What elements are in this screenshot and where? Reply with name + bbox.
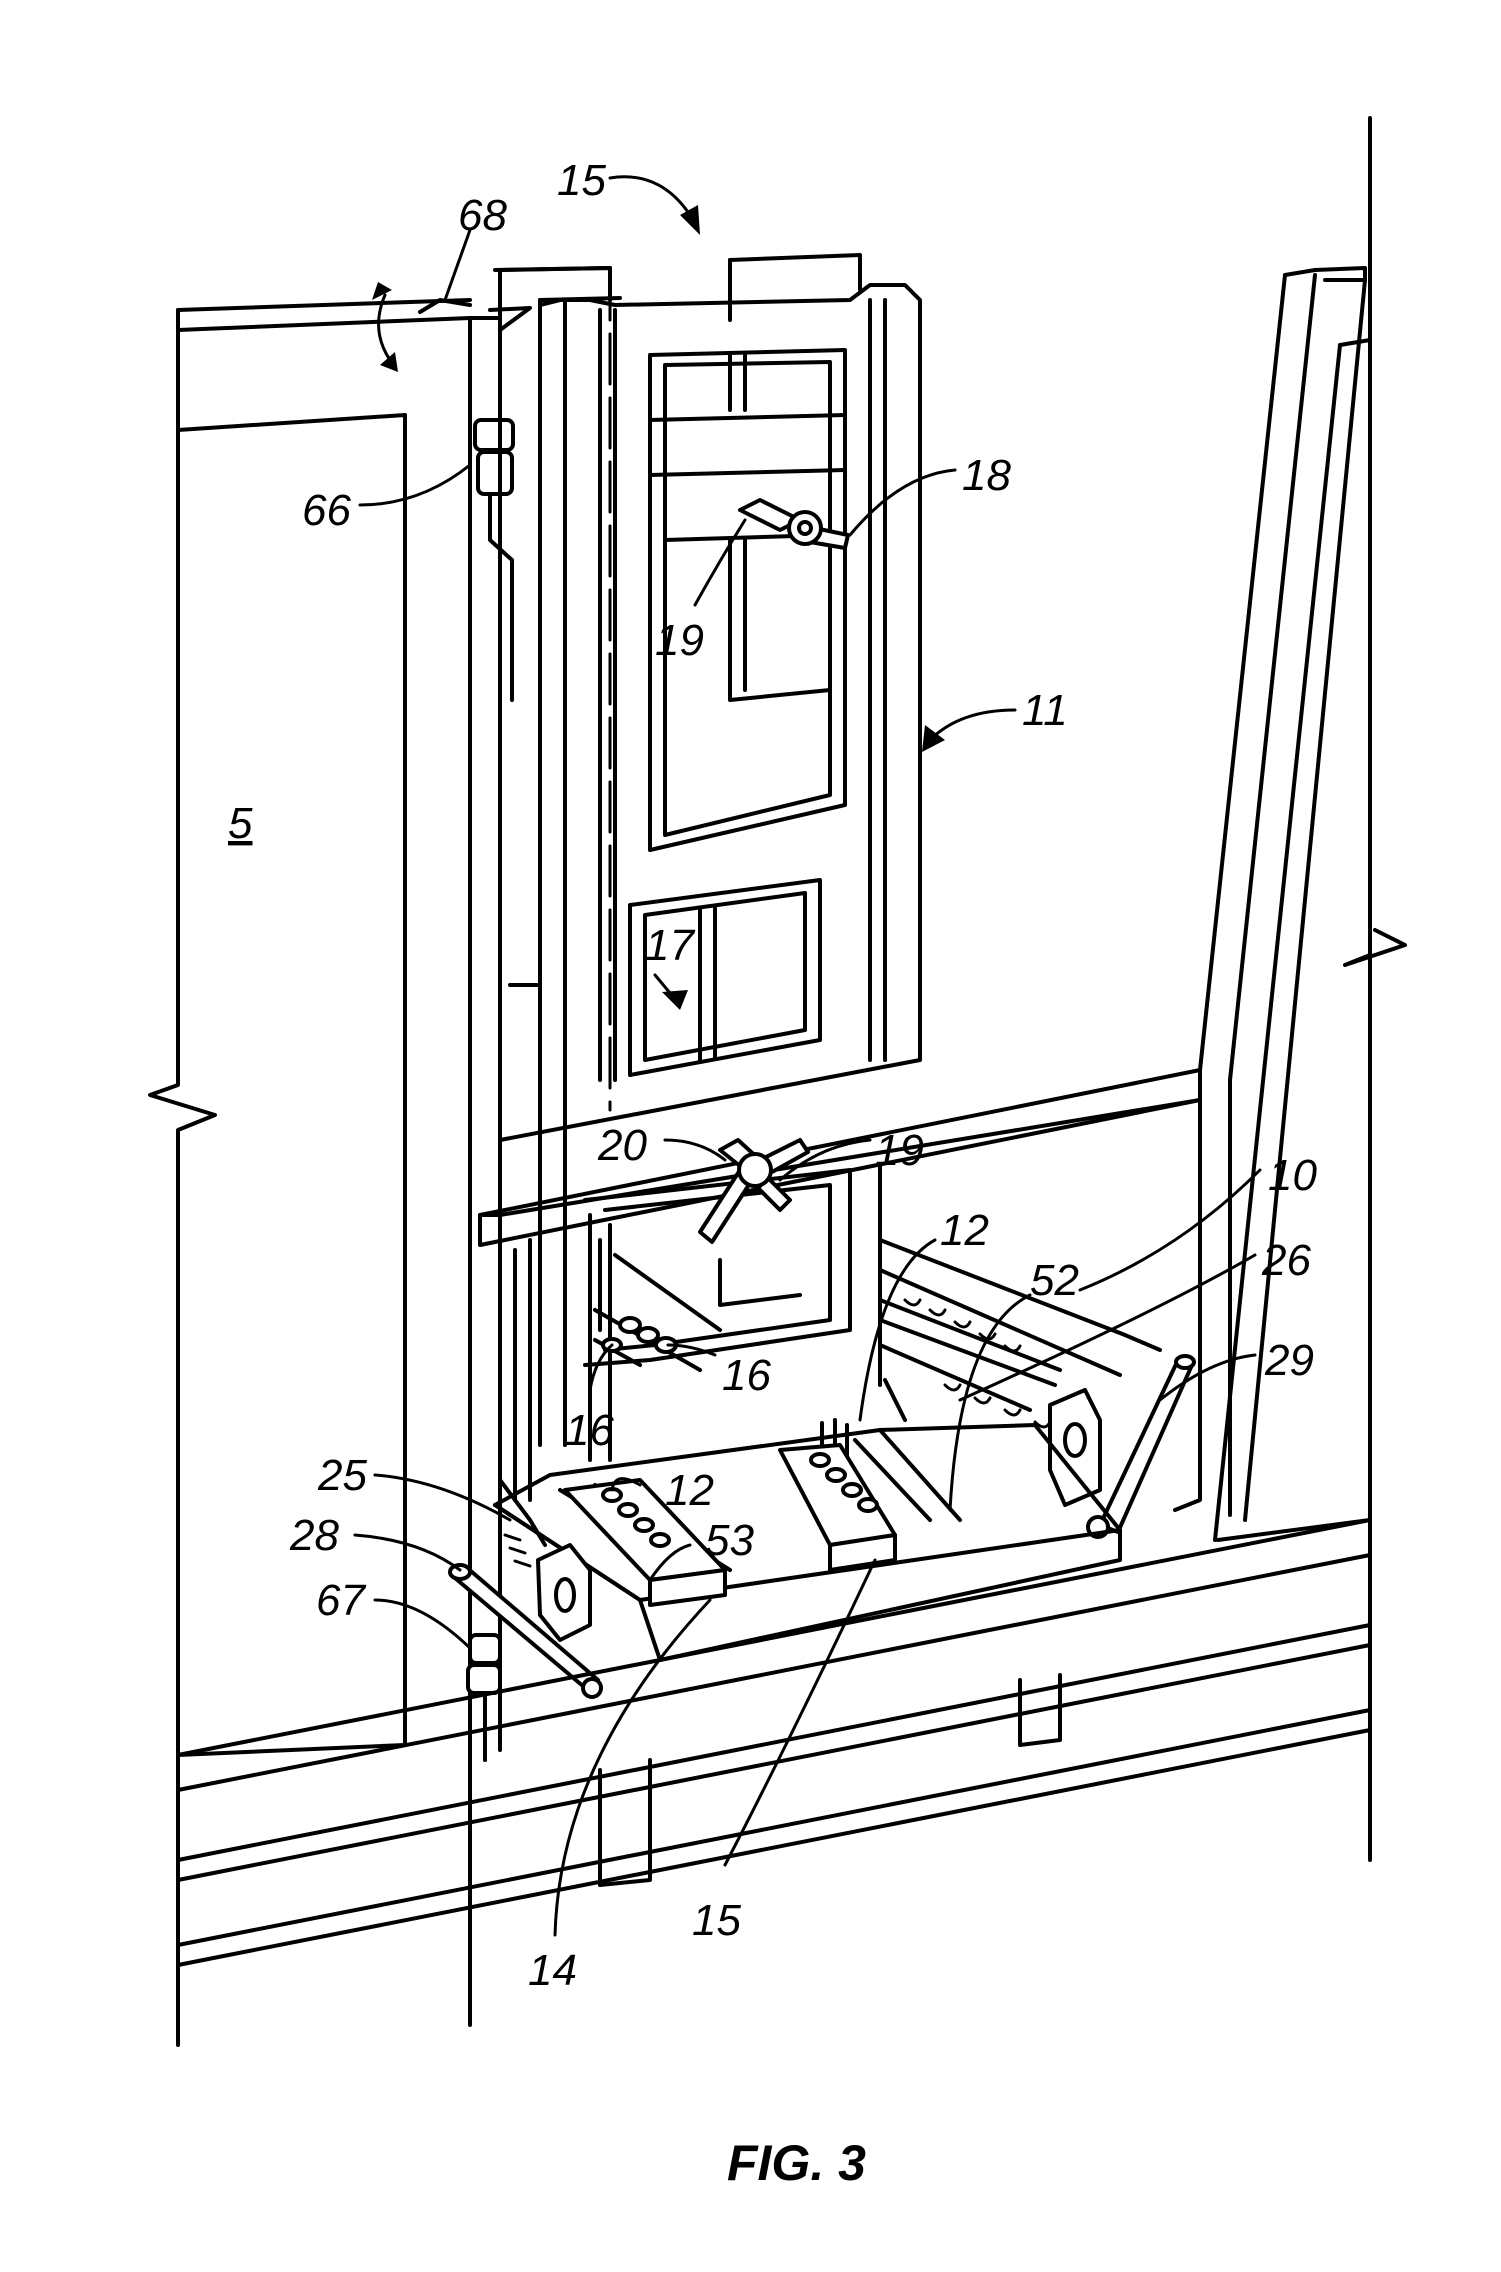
sliding-door bbox=[495, 255, 920, 1140]
upper-hinge bbox=[475, 420, 513, 700]
label-52: 52 bbox=[1030, 1256, 1079, 1305]
left-bracket-lever bbox=[450, 1480, 601, 1760]
label-16-left: 16 bbox=[565, 1406, 614, 1455]
label-19-upper: 18 bbox=[962, 451, 1011, 500]
label-14: 14 bbox=[528, 1946, 577, 1995]
label-66: 66 bbox=[302, 486, 351, 535]
label-68: 68 bbox=[458, 191, 507, 240]
label-15-final: 15 bbox=[692, 1896, 741, 1945]
reference-labels: 15 68 66 18 19 11 5 17 20 19 10 12 52 26… bbox=[228, 156, 1317, 1995]
label-67: 67 bbox=[316, 1576, 366, 1625]
label-5: 5 bbox=[228, 799, 253, 848]
label-18: 17 bbox=[645, 921, 695, 970]
label-12-lower: 12 bbox=[665, 1466, 714, 1515]
label-11: 11 bbox=[1022, 686, 1068, 735]
label-12-upper: 12 bbox=[940, 1206, 989, 1255]
label-16-right: 16 bbox=[722, 1351, 771, 1400]
label-28: 28 bbox=[289, 1511, 339, 1560]
label-26: 26 bbox=[1261, 1236, 1311, 1285]
label-20-upper: 19 bbox=[655, 616, 704, 665]
figure-caption: FIG. 3 bbox=[727, 2135, 866, 2191]
label-17: 15 bbox=[557, 156, 606, 205]
top-lever bbox=[420, 300, 530, 330]
label-20-lower: 20 bbox=[597, 1121, 647, 1170]
label-29: 29 bbox=[1264, 1336, 1314, 1385]
label-25: 25 bbox=[317, 1451, 367, 1500]
label-10: 10 bbox=[1268, 1151, 1317, 1200]
label-53: 53 bbox=[705, 1516, 754, 1565]
trough-tray bbox=[822, 1240, 1194, 1537]
label-19-lower: 19 bbox=[875, 1126, 924, 1175]
